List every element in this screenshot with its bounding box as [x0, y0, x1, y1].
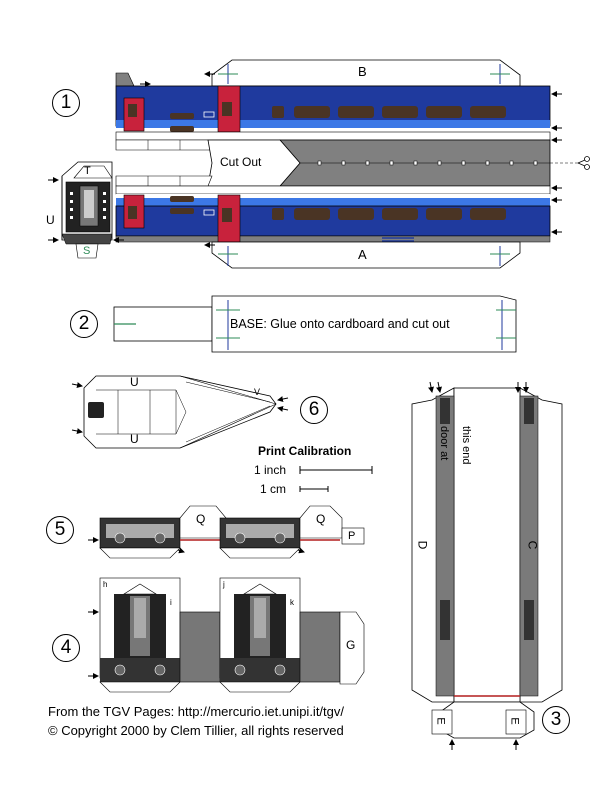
- flap-h-label: h: [103, 580, 108, 589]
- flap-q-label-1: Q: [196, 512, 206, 526]
- flap-a-label: A: [358, 247, 367, 262]
- flap-u-label-bottom: U: [130, 432, 139, 446]
- part-6-nose-top: [71, 375, 289, 449]
- part-5-bogies: [88, 505, 365, 559]
- part-3-car-end: [411, 381, 563, 750]
- footer-copyright: © Copyright 2000 by Clem Tillier, all ri…: [48, 723, 344, 738]
- flap-j-label: j: [223, 580, 225, 589]
- flap-d-label: D: [415, 540, 430, 550]
- door-note-line1: door at: [438, 426, 450, 461]
- scissors-icon: [577, 156, 590, 170]
- flap-i-label: i: [170, 598, 172, 607]
- footer-source: From the TGV Pages: http://mercurio.iet.…: [48, 704, 344, 719]
- step-3-number: 3: [542, 706, 570, 734]
- part-1-body: [48, 59, 590, 269]
- part-2-base: [113, 295, 517, 353]
- part-4-end-panels: [88, 577, 365, 693]
- step-6-number: 6: [300, 396, 328, 424]
- flap-k-label: k: [290, 598, 294, 607]
- flap-u-label-side: U: [46, 213, 55, 227]
- flap-e-label-right: E: [508, 717, 521, 725]
- flap-p-label: P: [348, 530, 356, 542]
- flap-s-label: S: [83, 245, 91, 257]
- calibration-title: Print Calibration: [258, 444, 352, 458]
- door-note-line2: this end: [460, 426, 472, 465]
- base-instruction: BASE: Glue onto cardboard and cut out: [230, 317, 450, 331]
- step-2-number: 2: [70, 310, 98, 338]
- step-4-number: 4: [52, 634, 80, 662]
- calibration-inch-label: 1 inch: [254, 463, 287, 477]
- flap-u-label-top: U: [130, 375, 139, 389]
- step-1-number: 1: [52, 89, 80, 117]
- step-5-number: 5: [46, 516, 74, 544]
- flap-g-label: G: [346, 638, 356, 652]
- cut-out-label: Cut Out: [220, 155, 262, 169]
- flap-b-label: B: [358, 64, 367, 79]
- flap-v-label: V: [254, 387, 261, 397]
- calibration-cm-label: 1 cm: [260, 482, 287, 496]
- flap-c-label: C: [525, 540, 540, 550]
- flap-e-label-left: E: [434, 717, 447, 725]
- flap-q-label-2: Q: [316, 512, 326, 526]
- flap-t-label: T: [84, 165, 91, 177]
- calibration-bars: [299, 466, 373, 492]
